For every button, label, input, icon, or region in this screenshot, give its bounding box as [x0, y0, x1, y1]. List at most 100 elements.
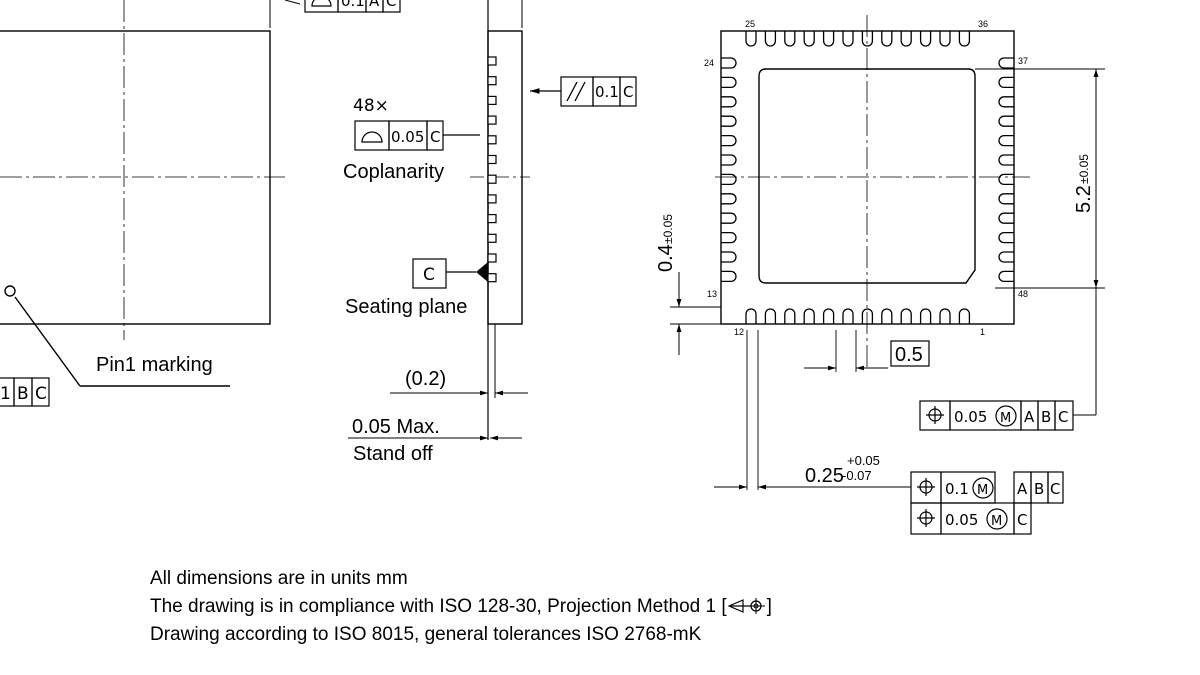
note-projection: The drawing is in compliance with ISO 12… [150, 593, 772, 621]
datum-c-box [412, 258, 447, 289]
pin-bottom [919, 308, 932, 324]
position-icon [926, 406, 944, 424]
bottom-outline [720, 30, 1015, 325]
pin1-leader [14, 296, 81, 387]
pin-bottom [745, 308, 757, 324]
pin-left [721, 231, 737, 244]
frame-value: 0.1 [341, 0, 365, 10]
frame-datum-a: A [369, 0, 380, 10]
pin-left [721, 251, 737, 263]
pin-frame-1-datum-c: C [1050, 480, 1060, 498]
standoff-label: Stand off [353, 443, 433, 465]
coplanarity-value: 0.05 [391, 128, 424, 146]
pin-left [721, 173, 737, 186]
seating-plane-label: Seating plane [345, 296, 467, 318]
pad-frame-value: 0.05 [954, 408, 987, 426]
mmc-circle [995, 405, 1017, 427]
pin-frame-1-datum-b: B [1034, 480, 1044, 498]
side-pin [487, 253, 497, 263]
pin-right [998, 173, 1014, 186]
note-standards: Drawing according to ISO 8015, general t… [150, 624, 702, 645]
pad-frame-datum-a: A [1024, 408, 1035, 426]
pin-length-value: 0.4 [655, 244, 677, 272]
side-pin [487, 214, 497, 224]
pin-bottom [764, 308, 777, 324]
pin-width-tol-plus: +0.05 [847, 453, 880, 468]
pin-number-1: 1 [980, 327, 985, 337]
position-frame-left: 1 B C [0, 377, 50, 407]
pin-left [721, 57, 737, 69]
pin-number-24: 24 [704, 58, 714, 68]
side-pin [487, 154, 497, 165]
pin-bottom [881, 308, 893, 324]
pin-frame-1-value: 0.1 [945, 480, 969, 498]
side-pin [487, 174, 497, 184]
pin-width-value: 0.25 [805, 465, 844, 487]
pad-frame-datum-c: C [1058, 408, 1068, 426]
pin-top [784, 31, 796, 47]
pin-left [721, 212, 737, 224]
side-pin [487, 273, 497, 283]
pin-frame-2-mmc: M [991, 514, 1002, 529]
standoff-value: 0.05 Max. [352, 416, 440, 438]
frame-value-left: 1 [0, 384, 11, 404]
top-view [0, 0, 301, 387]
package-outline [0, 30, 271, 325]
seating-plane-triangle [476, 262, 488, 282]
profile-of-surface-icon [311, 0, 332, 7]
ref-dim-value: (0.2) [405, 368, 446, 390]
pin-left [721, 154, 737, 166]
pad-frame-mmc: M [1000, 411, 1011, 426]
pin-count-label: 48× [353, 96, 389, 116]
pin-left [721, 134, 737, 147]
side-pin [487, 56, 497, 66]
pin-top [822, 31, 835, 47]
side-pins [487, 56, 497, 283]
side-pin [487, 194, 497, 204]
pin-frame-2-datum-c: C [1017, 511, 1027, 529]
pin-left [721, 193, 737, 205]
projection-method-icon [727, 598, 765, 614]
mmc-circle [972, 477, 994, 499]
bottom-view: 25 36 24 37 13 48 12 1 5.2 ±0.05 0.05 M … [655, 15, 1105, 535]
pin-bottom [803, 308, 815, 324]
note-projection-text: The drawing is in compliance with ISO 12… [150, 596, 727, 617]
pin-left [721, 270, 737, 283]
pin-right [998, 212, 1014, 224]
pin-left [721, 115, 737, 127]
pin-top [919, 31, 932, 47]
profile-of-surface-icon [361, 131, 383, 143]
pin-top [764, 31, 777, 47]
pin-top [958, 31, 971, 47]
coplanarity-label: Coplanarity [343, 161, 444, 183]
frame-datum-b-left: B [17, 384, 29, 404]
coplanarity-datum: C [430, 128, 440, 146]
pin-top [881, 31, 893, 47]
pin-number-37: 37 [1018, 56, 1028, 66]
pin-right [998, 270, 1014, 283]
frame-datum-c: C [386, 0, 396, 10]
pin-bottom [861, 308, 874, 324]
pin-bottom [939, 308, 951, 324]
pin-right [998, 134, 1014, 147]
pin-bottom [784, 308, 796, 324]
parallelism-datum: C [623, 83, 633, 101]
pin-left [721, 96, 737, 108]
pin-top [803, 31, 815, 47]
pad-dim-tol: ±0.05 [1077, 154, 1091, 184]
side-view: C Seating plane 0.1 C 48× 0.05 C Coplana… [343, 0, 637, 465]
coplanarity-frame-top: 0.1 A C [304, 0, 401, 13]
side-pin [487, 95, 497, 106]
pin-frame-1-datum-a: A [1017, 480, 1028, 498]
pin-frame-2-value: 0.05 [945, 511, 978, 529]
pin-number-12: 12 [734, 327, 744, 337]
pin-right [998, 154, 1014, 166]
pin-right [998, 115, 1014, 127]
pin-bottom [822, 308, 835, 324]
side-pin [487, 76, 497, 86]
pin-left [721, 76, 737, 89]
pin-number-25: 25 [745, 19, 755, 29]
datum-c-letter: C [423, 265, 435, 285]
pin-number-48: 48 [1018, 289, 1028, 299]
side-pin [487, 233, 497, 243]
